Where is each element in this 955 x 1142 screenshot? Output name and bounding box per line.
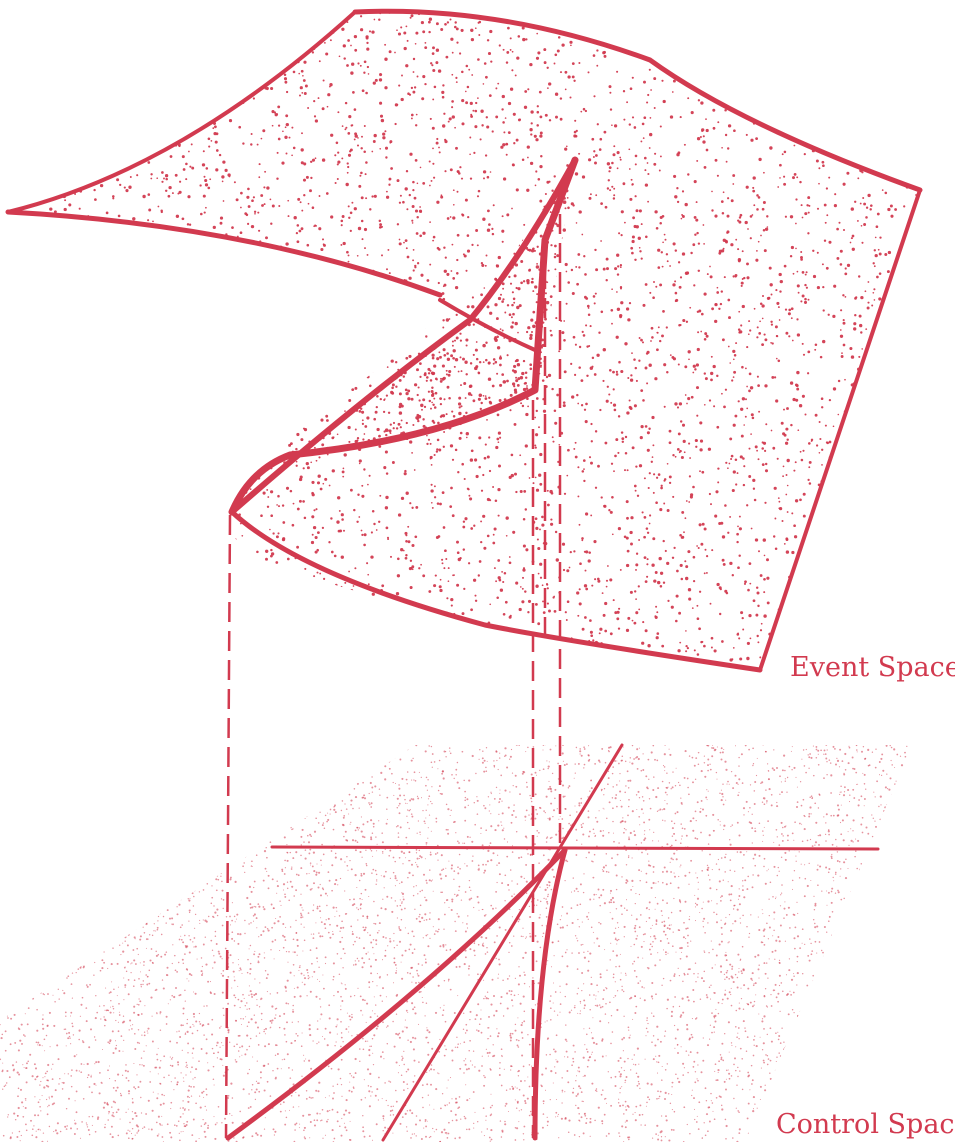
control-axis-diagonal (383, 745, 622, 1140)
event-space-surface-stipple (0, 0, 926, 681)
control-space-label: Control Space (776, 1109, 955, 1140)
control-axis-horizontal (272, 847, 878, 849)
bifurcation-cusp-left-branch (228, 850, 565, 1138)
fold-lower-crease (232, 160, 575, 512)
event-space-left-edge (8, 12, 355, 212)
fold-region-stipple (224, 154, 580, 522)
event-space-front-edge (8, 212, 440, 295)
bifurcation-cusp-right-branch (535, 850, 565, 1138)
event-space-label: Event Space (790, 652, 955, 683)
event-space-back-edge (355, 11, 920, 190)
control-space-plane-stipple (0, 739, 916, 1142)
event-space-right-edge (760, 190, 920, 670)
projection-line-left (226, 515, 230, 1138)
